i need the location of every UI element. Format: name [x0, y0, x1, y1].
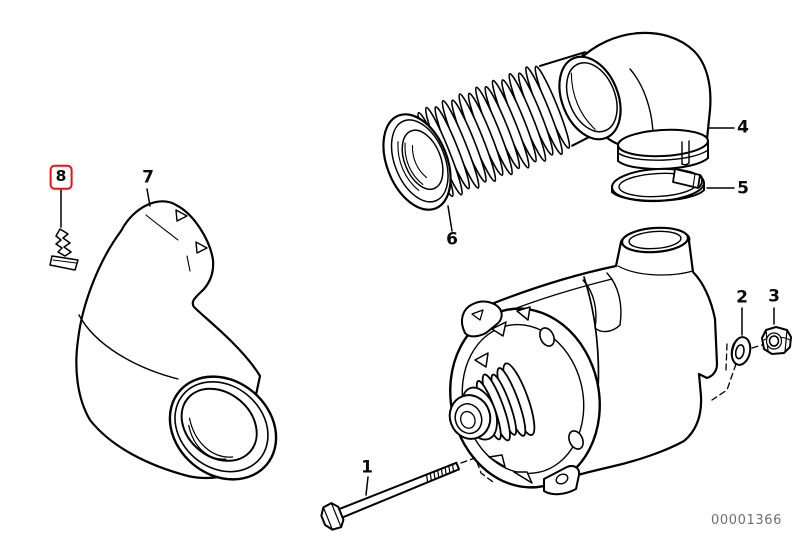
drawing-number: 00001366: [711, 513, 782, 528]
duct-arrow-mark: [175, 209, 188, 222]
mount-ear-top: [460, 300, 503, 338]
leader-lines: [60, 127, 775, 496]
washer-drawing: [730, 336, 752, 366]
callout-5[interactable]: 5: [737, 178, 749, 199]
retaining-clip-drawing: [49, 228, 79, 271]
callout-7[interactable]: 7: [142, 167, 154, 188]
hidden-edge-dashed-lines: [460, 343, 763, 483]
duct-oval-outlet: [168, 375, 278, 481]
callout-4[interactable]: 4: [737, 117, 749, 138]
corrugated-hose-drawing: [382, 51, 617, 211]
hex-bolt-drawing: [320, 461, 460, 531]
callout-8-highlighted[interactable]: 8: [49, 164, 73, 190]
elbow-duct-drawing: [558, 31, 712, 170]
leader-line-7: [146, 188, 151, 207]
leader-line-6: [447, 205, 453, 232]
alternator-drawing: [448, 226, 719, 496]
pulley: [448, 362, 536, 442]
callout-3[interactable]: 3: [768, 286, 780, 307]
callout-6[interactable]: 6: [446, 229, 458, 250]
hose-clamp-drawing: [611, 167, 705, 203]
leader-line-1: [365, 476, 369, 496]
hex-nut-drawing: [761, 326, 792, 355]
callout-2[interactable]: 2: [736, 287, 748, 308]
duct-arrow-mark: [195, 241, 208, 254]
callout-1[interactable]: 1: [361, 457, 373, 478]
air-intake-duct-drawing: [75, 200, 278, 481]
